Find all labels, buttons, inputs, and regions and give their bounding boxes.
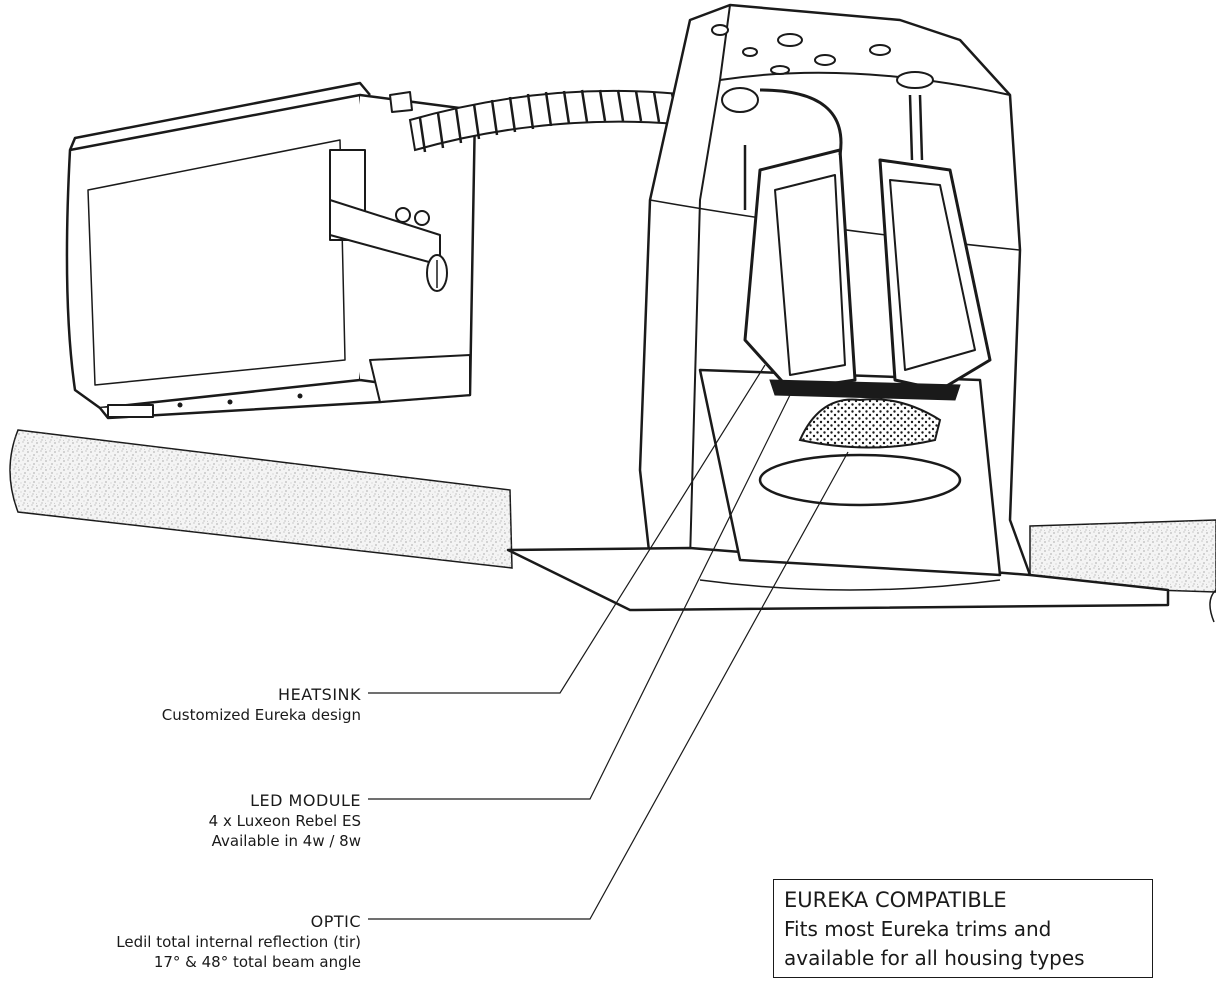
compatibility-line: Fits most Eureka trims and [784,917,1052,941]
callout-line: Customized Eureka design [161,706,361,724]
callout-line: 4 x Luxeon Rebel ES [208,812,361,830]
heatsink-wires [743,94,924,210]
callout-optic: OPTIC Ledil total internal reflection (t… [116,912,361,972]
callout-heatsink: HEATSINK Customized Eureka design [162,685,361,725]
callout-title: OPTIC [310,912,361,931]
led-module [769,379,961,401]
compatibility-line: available for all housing types [784,946,1085,970]
callout-line: Ledil total internal reflection (tir) [116,933,361,951]
heatsink [743,88,992,392]
callout-line: Available in 4w / 8w [211,832,361,850]
callout-line: 17° & 48° total beam angle [153,953,361,971]
leader-lines [368,364,849,920]
callout-title: HEATSINK [278,685,361,704]
compatibility-box: EUREKA COMPATIBLE Fits most Eureka trims… [773,879,1153,978]
callout-title: LED MODULE [250,791,361,810]
junction-box [65,81,477,420]
callout-led-module: LED MODULE 4 x Luxeon Rebel ES Available… [209,791,361,851]
optic-lens [798,398,942,449]
compatibility-title: EUREKA COMPATIBLE [784,888,1007,912]
trim-flange [506,546,1170,612]
